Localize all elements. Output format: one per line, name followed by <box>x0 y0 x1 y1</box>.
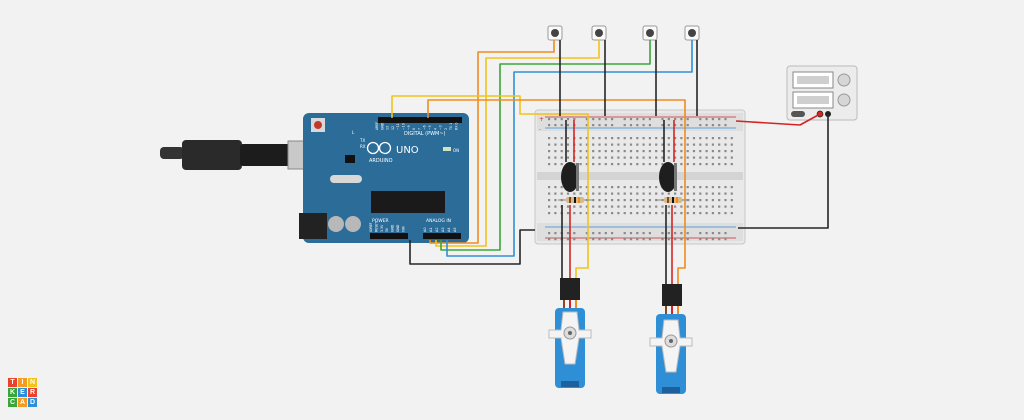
logo-letter: C <box>8 398 17 407</box>
wire-black-supply[interactable] <box>738 114 829 229</box>
logo-letter: I <box>18 378 27 387</box>
pin-label: RESET <box>374 222 378 232</box>
analog-pin-label: A5 <box>453 227 457 232</box>
wire-black-ground[interactable] <box>409 229 535 265</box>
logo-letter: T <box>8 378 17 387</box>
pin-label: ~3 <box>439 125 443 130</box>
wire-orange-button1[interactable] <box>429 40 555 244</box>
pushbutton-2[interactable] <box>591 25 607 41</box>
pin-label: VIN <box>401 226 405 232</box>
atmega-chip <box>371 191 445 213</box>
servo-1[interactable] <box>548 278 592 388</box>
servo-2[interactable] <box>649 284 693 394</box>
pin-label: 8 <box>412 128 416 130</box>
resistor-1[interactable] <box>558 197 592 203</box>
analog-label: ANALOG IN <box>426 218 451 224</box>
capacitor-1[interactable] <box>561 162 579 192</box>
pin-label: 12 <box>391 126 395 130</box>
pin-label: 13 <box>386 126 390 130</box>
wire-red-supply[interactable] <box>735 113 821 126</box>
arduino-model-text: UNO <box>396 145 419 156</box>
pin-label: 3.3V <box>380 224 384 232</box>
pin-label: IOREF <box>369 222 373 232</box>
pin-label: GND <box>380 122 384 130</box>
logo-letter: K <box>8 388 17 397</box>
wire-yellow-servo1-signal[interactable] <box>391 95 589 280</box>
logo-letter: N <box>28 378 37 387</box>
analog-pin-label: A3 <box>441 227 445 232</box>
pin-label: ~10 <box>402 123 406 130</box>
wire-blue-button4[interactable] <box>446 40 693 257</box>
arduino-logo-icon <box>366 141 380 155</box>
pin-label: 4 <box>433 128 437 130</box>
pin-label: ~11 <box>396 123 400 130</box>
pin-label: 7 <box>417 128 421 130</box>
digital-header-label: DIGITAL (PWM~) <box>404 131 446 137</box>
pin-label: 5V <box>385 227 389 232</box>
logo-letter: A <box>18 398 27 407</box>
logo-letter: D <box>28 398 37 407</box>
pin-label: AREF <box>375 122 379 130</box>
power-supply[interactable] <box>786 65 858 121</box>
rx-label: RX <box>360 144 366 149</box>
tx-label: TX <box>359 138 365 143</box>
pin-label: ~5 <box>428 125 432 130</box>
rail-minus-label: - <box>539 126 541 133</box>
analog-pin-label: A1 <box>429 227 433 232</box>
pin-label: GND <box>391 224 395 232</box>
pin-label: RX 0 <box>455 123 459 130</box>
rail-plus-label: + <box>539 116 544 123</box>
resistor-2[interactable] <box>656 197 690 203</box>
l-label: L <box>352 130 355 135</box>
arduino-logo-text: ARDUINO <box>369 158 393 164</box>
pin-label: ~6 <box>423 125 427 130</box>
analog-pin-label: A4 <box>447 227 451 232</box>
logo-letter: R <box>28 388 37 397</box>
usb-cable <box>160 140 323 170</box>
analog-pin-label: A0 <box>423 227 427 232</box>
wires <box>391 40 829 285</box>
capacitor-2[interactable] <box>659 162 677 192</box>
pin-label: GND <box>396 224 400 232</box>
pushbutton-3[interactable] <box>642 25 658 41</box>
wire-yellow-button2[interactable] <box>435 40 600 247</box>
pin-label: TX 1 <box>449 123 453 131</box>
power-label: POWER <box>372 218 389 224</box>
logo-letter: E <box>18 388 27 397</box>
pushbutton-1[interactable] <box>547 25 563 41</box>
pushbutton-4[interactable] <box>684 25 700 41</box>
pin-label: 2 <box>444 128 448 130</box>
wire-green-button3[interactable] <box>440 40 651 251</box>
pin-label: ~9 <box>407 125 411 130</box>
wire-orange-servo2-signal[interactable] <box>427 99 686 285</box>
on-label: ON <box>453 148 459 153</box>
dc-jack <box>299 213 327 239</box>
analog-pin-label: A2 <box>435 227 439 232</box>
